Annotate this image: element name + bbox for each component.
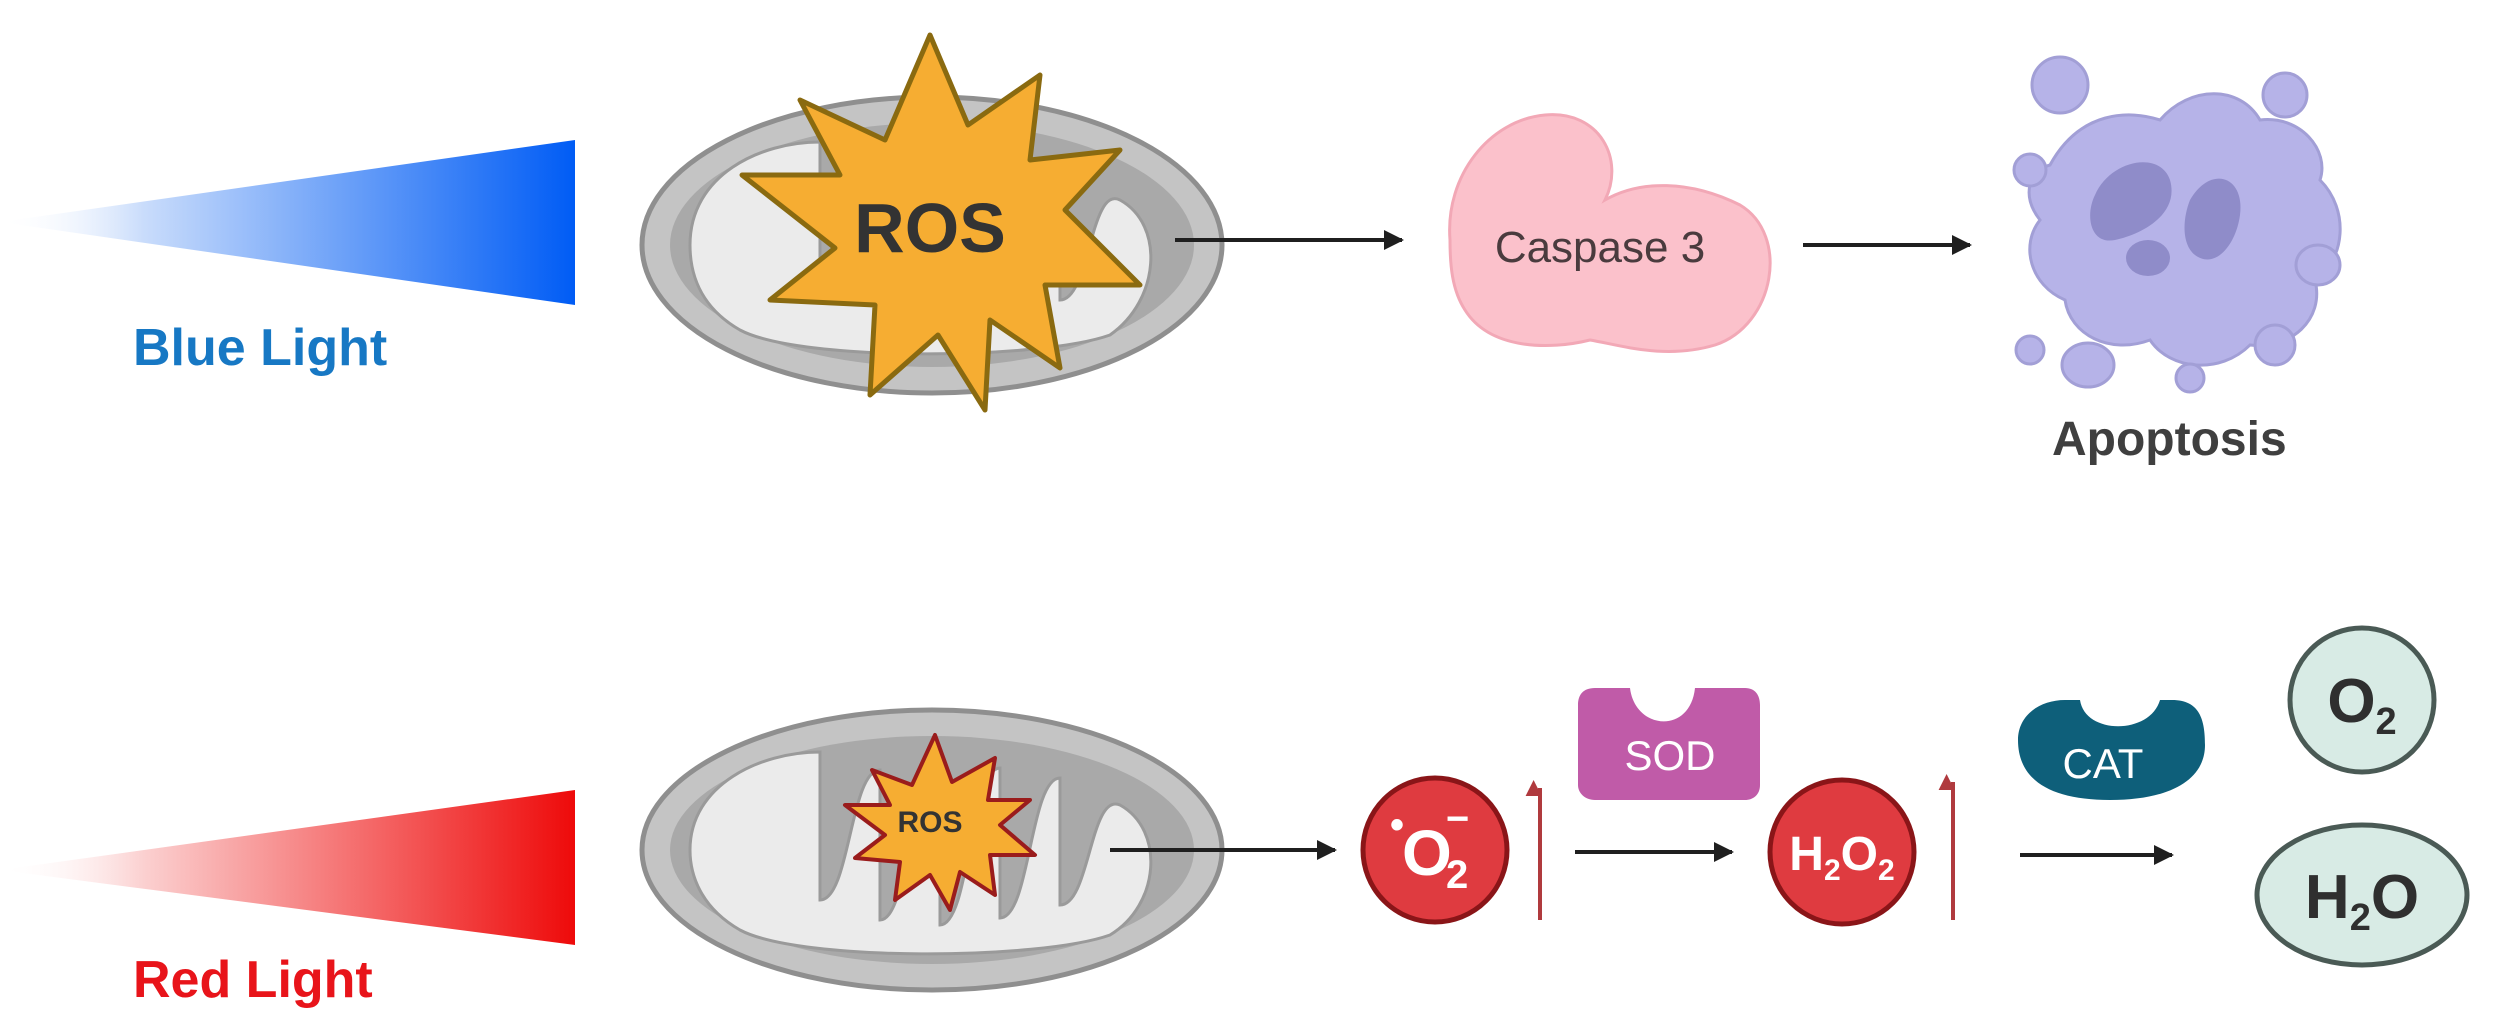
red-light-beam bbox=[0, 790, 575, 945]
h2o2-h-sub: 2 bbox=[1824, 854, 1841, 887]
apoptotic-cell bbox=[2012, 55, 2342, 394]
h2o2-formula: H2O2 bbox=[1789, 828, 1894, 887]
red-light-label: Red Light bbox=[133, 951, 373, 1009]
superoxide-o: O bbox=[1402, 817, 1452, 889]
h2o2-molecule bbox=[1767, 777, 1917, 927]
blue-light-beam bbox=[0, 140, 575, 305]
caspase-3-label: Caspase 3 bbox=[1495, 223, 1705, 272]
ros-label-bottom: ROS bbox=[897, 806, 962, 839]
h2o2-h: H bbox=[1789, 828, 1824, 881]
superoxide-charge: − bbox=[1446, 797, 1469, 841]
superoxide-sub: 2 bbox=[1446, 853, 1468, 897]
ros-burst-top bbox=[739, 32, 1143, 413]
h2o-h: H bbox=[2305, 863, 2350, 932]
apoptosis-label: Apoptosis bbox=[2052, 413, 2287, 466]
o2-sub: 2 bbox=[2376, 701, 2397, 743]
h2o2-o: O bbox=[1841, 828, 1878, 881]
h2o-h-sub: 2 bbox=[2350, 897, 2371, 939]
blue-light-label: Blue Light bbox=[133, 319, 388, 377]
superoxide-radical-dot: • bbox=[1390, 803, 1404, 847]
h2o-molecule bbox=[2254, 822, 2470, 968]
h2o-o: O bbox=[2371, 863, 2419, 932]
cat-label: CAT bbox=[2063, 740, 2144, 787]
h2o2-o-sub: 2 bbox=[1878, 854, 1895, 887]
superoxide-molecule bbox=[1360, 775, 1510, 925]
sod-label: SOD bbox=[1624, 732, 1715, 779]
ros-label-top: ROS bbox=[854, 189, 1006, 267]
o2-o: O bbox=[2327, 667, 2375, 736]
h2o-formula: H2O bbox=[2305, 863, 2419, 939]
ros-burst-bottom bbox=[843, 733, 1037, 912]
sod-enzyme bbox=[1578, 688, 1760, 800]
o2-formula: O2 bbox=[2327, 667, 2396, 743]
o2-molecule bbox=[2287, 625, 2437, 775]
cat-enzyme bbox=[2018, 700, 2205, 800]
caspase-3-protein bbox=[1448, 113, 1772, 353]
